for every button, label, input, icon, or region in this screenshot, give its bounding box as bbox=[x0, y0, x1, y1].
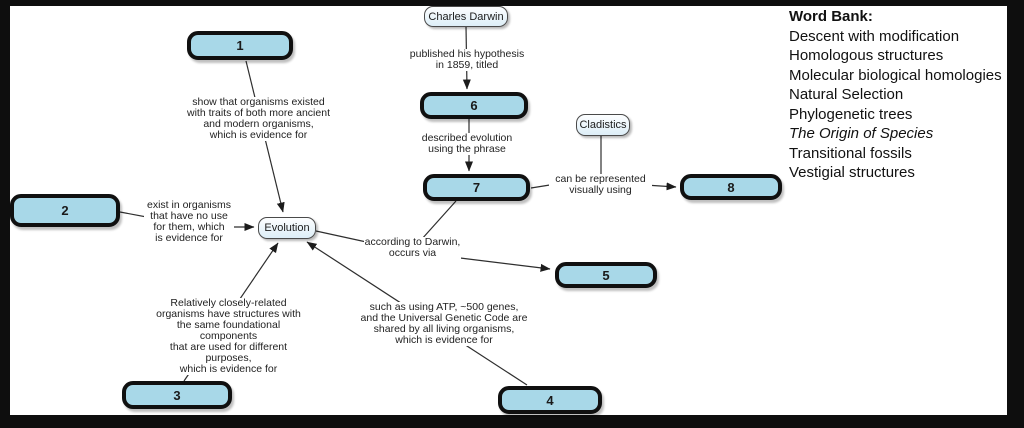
answer-box-6[interactable]: 6 bbox=[420, 92, 528, 119]
answer-box-8[interactable]: 8 bbox=[680, 174, 782, 200]
answer-box-7[interactable]: 7 bbox=[423, 174, 530, 201]
word-bank-item: Descent with modification bbox=[789, 27, 960, 45]
word-bank-item: The Origin of Species bbox=[789, 125, 934, 142]
answer-box-2[interactable]: 2 bbox=[10, 194, 120, 227]
word-bank-title: Word Bank: bbox=[789, 8, 873, 25]
word-bank-item: Phylogenetic trees bbox=[789, 105, 913, 123]
linking-phrase-published: published his hypothesis in 1859, titled bbox=[404, 49, 530, 71]
linking-phrase-transitional-evidence: show that organisms existed with traits … bbox=[186, 96, 331, 141]
answer-box-4[interactable]: 4 bbox=[498, 386, 602, 414]
word-bank-item: Transitional fossils bbox=[789, 144, 912, 162]
linking-phrase-molecular-evidence: such as using ATP, ~500 genes, and the U… bbox=[360, 301, 528, 346]
node-evolution: Evolution bbox=[258, 217, 316, 239]
linking-phrase-occurs-via: according to Darwin, occurs via bbox=[364, 236, 461, 259]
word-bank: Word Bank: Descent with modification Hom… bbox=[789, 7, 1005, 183]
linking-phrase-represented: can be represented visually using bbox=[549, 174, 652, 196]
answer-box-1[interactable]: 1 bbox=[187, 31, 293, 60]
linking-phrase-vestigial-evidence: exist in organisms that have no use for … bbox=[144, 200, 234, 244]
linking-phrase-described: described evolution using the phrase bbox=[409, 133, 525, 155]
connector-occurs-phrase-to-box5 bbox=[451, 256, 551, 272]
answer-box-3[interactable]: 3 bbox=[122, 381, 232, 409]
word-bank-item: Natural Selection bbox=[789, 86, 904, 103]
word-bank-item: Vestigial structures bbox=[789, 164, 915, 181]
connector-box7-to-occurs-phrase bbox=[420, 200, 457, 241]
node-charles-darwin: Charles Darwin bbox=[424, 6, 508, 27]
node-cladistics: Cladistics bbox=[576, 114, 630, 136]
answer-box-5[interactable]: 5 bbox=[555, 262, 657, 288]
connector-evolution-to-occurs-phrase bbox=[315, 230, 372, 244]
word-bank-item: Homologous structures bbox=[789, 47, 944, 64]
word-bank-item: Molecular biological homologies bbox=[789, 66, 1002, 84]
linking-phrase-homologous-evidence: Relatively closely-related organisms hav… bbox=[150, 298, 307, 375]
